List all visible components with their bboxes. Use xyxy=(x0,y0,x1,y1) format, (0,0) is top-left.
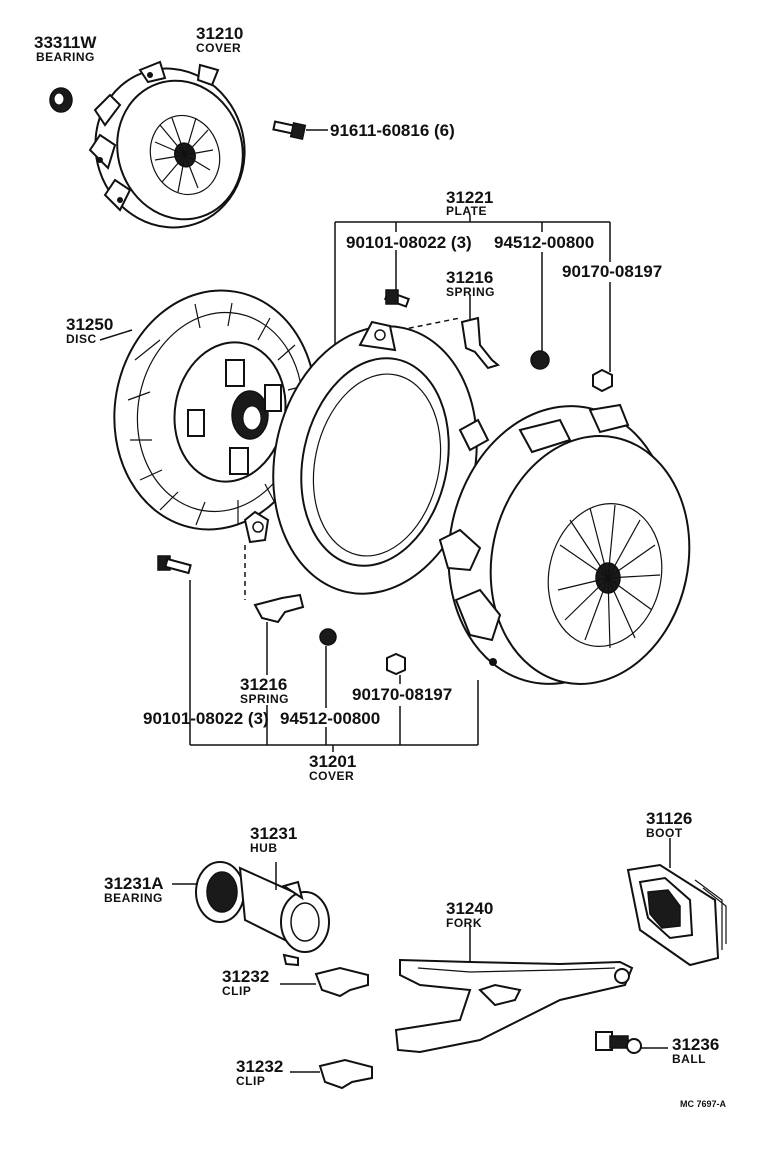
ball-31236-illustration xyxy=(595,1031,642,1054)
label-31232-top-name: CLIP xyxy=(222,984,251,998)
label-31232-bottom-number: 31232 xyxy=(236,1057,283,1076)
pressure-plate-illustration xyxy=(243,320,490,595)
label-90101-top-number: 90101-08022 (3) xyxy=(346,233,472,252)
label-31231-number: 31231 xyxy=(250,824,297,843)
label-31250-number: 31250 xyxy=(66,315,113,334)
nut-94512-top-illustration xyxy=(530,350,550,370)
nut-90170-bottom-illustration xyxy=(386,652,406,676)
bolt-90101-top-illustration xyxy=(384,289,410,308)
label-31232-bottom-name: CLIP xyxy=(236,1074,265,1088)
label-31126-number: 31126 xyxy=(646,809,692,828)
label-31240-number: 31240 xyxy=(446,899,493,918)
clip-31232-bottom-illustration xyxy=(318,1058,373,1090)
label-31231-name: HUB xyxy=(250,841,278,855)
hub-31231-illustration xyxy=(195,861,330,967)
label-90170-top-number: 90170-08197 xyxy=(562,262,662,281)
label-31126-name: BOOT xyxy=(646,826,683,840)
cover-31201-illustration xyxy=(438,403,691,685)
label-31232-top-number: 31232 xyxy=(222,967,269,986)
label-31221-number: 31221 xyxy=(446,188,493,207)
label-31236-name: BALL xyxy=(672,1052,706,1066)
label-33311w-name: BEARING xyxy=(36,50,95,64)
label-31231a-number: 31231A xyxy=(104,874,164,893)
diagram-code: MC 7697-A xyxy=(680,1099,727,1109)
label-31210-name: COVER xyxy=(196,41,241,55)
label-31216-bottom-name: SPRING xyxy=(240,692,289,706)
label-90101-bottom-number: 90101-08022 (3) xyxy=(143,709,269,728)
clip-31232-top-illustration xyxy=(314,966,369,998)
fork-31240-illustration xyxy=(394,958,634,1054)
label-31221-name: PLATE xyxy=(446,204,487,218)
label-31210-number: 31210 xyxy=(196,24,243,43)
nut-90170-top-illustration xyxy=(592,368,613,393)
label-90170-bottom-number: 90170-08197 xyxy=(352,685,452,704)
label-31250-name: DISC xyxy=(66,332,97,346)
spring-31216-top-illustration xyxy=(460,316,501,370)
label-31216-top-number: 31216 xyxy=(446,268,493,287)
plate-31221-leaders xyxy=(334,215,611,372)
label-31236-number: 31236 xyxy=(672,1035,719,1054)
label-31216-top-name: SPRING xyxy=(446,285,495,299)
bearing-33311w-illustration xyxy=(49,87,73,113)
label-31231a-name: BEARING xyxy=(104,891,163,905)
label-31240-name: FORK xyxy=(446,916,482,930)
label-91611-number: 91611-60816 (6) xyxy=(330,121,455,140)
cover-31201-leaders xyxy=(189,580,479,752)
label-94512-top-number: 94512-00800 xyxy=(494,233,594,252)
cover-31210-illustration xyxy=(88,60,246,229)
label-31201-number: 31201 xyxy=(309,752,356,771)
spring-31216-bottom-illustration xyxy=(253,593,305,624)
label-31216-bottom-number: 31216 xyxy=(240,675,287,694)
label-31201-name: COVER xyxy=(309,769,354,783)
nut-94512-bottom-illustration xyxy=(319,628,337,646)
disc-31250-illustration xyxy=(113,289,317,531)
bolt-90101-bottom-illustration xyxy=(157,555,192,575)
label-33311w-number: 33311W xyxy=(34,33,97,52)
label-94512-bottom-number: 94512-00800 xyxy=(280,709,380,728)
bolt-91611-illustration xyxy=(272,120,307,140)
boot-31126-illustration xyxy=(626,863,727,967)
